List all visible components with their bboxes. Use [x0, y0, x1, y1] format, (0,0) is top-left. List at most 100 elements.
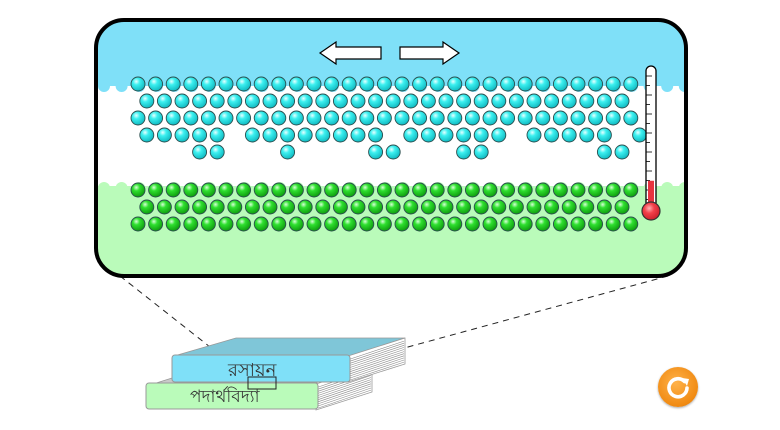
- upper-particle: [350, 127, 366, 143]
- upper-particle: [236, 110, 252, 126]
- lower-particle: [306, 216, 322, 232]
- left-arrow-icon[interactable]: [318, 40, 382, 66]
- upper-particle: [165, 110, 181, 126]
- upper-particle: [156, 93, 172, 109]
- thermometer: [641, 65, 661, 221]
- lower-particle: [324, 216, 340, 232]
- lower-particle: [183, 216, 199, 232]
- lower-particle: [376, 216, 392, 232]
- upper-particle: [517, 110, 533, 126]
- lower-particle: [491, 199, 507, 215]
- upper-particle: [614, 93, 630, 109]
- upper-particle: [605, 76, 621, 92]
- upper-particle: [200, 76, 216, 92]
- upper-particle: [359, 110, 375, 126]
- upper-particle: [253, 76, 269, 92]
- upper-particle: [623, 76, 639, 92]
- upper-particle: [315, 93, 331, 109]
- upper-particle: [385, 93, 401, 109]
- upper-particle: [491, 93, 507, 109]
- lower-particle: [482, 182, 498, 198]
- upper-particle: [552, 76, 568, 92]
- lower-particle: [218, 216, 234, 232]
- upper-particle: [394, 110, 410, 126]
- upper-particle: [482, 76, 498, 92]
- upper-particle: [447, 76, 463, 92]
- upper-particle: [227, 93, 243, 109]
- lower-particle: [588, 182, 604, 198]
- upper-particle: [500, 110, 516, 126]
- upper-particle: [218, 76, 234, 92]
- upper-particle: [500, 76, 516, 92]
- lower-particle: [412, 182, 428, 198]
- replay-button[interactable]: [658, 367, 698, 407]
- magnified-view: [96, 20, 686, 276]
- lower-particle: [588, 216, 604, 232]
- lower-particle: [192, 199, 208, 215]
- upper-particle: [588, 76, 604, 92]
- upper-particle: [324, 110, 340, 126]
- lower-particle: [570, 216, 586, 232]
- lower-particle: [535, 216, 551, 232]
- upper-particle: [209, 144, 225, 160]
- lower-particle: [579, 199, 595, 215]
- upper-particle: [359, 76, 375, 92]
- upper-particle: [588, 110, 604, 126]
- lower-particle: [403, 199, 419, 215]
- book-top[interactable]: [171, 337, 406, 383]
- upper-particle: [306, 76, 322, 92]
- upper-particle: [526, 93, 542, 109]
- lower-particle: [306, 182, 322, 198]
- lower-particle: [174, 199, 190, 215]
- upper-particle: [280, 127, 296, 143]
- lower-particle: [244, 199, 260, 215]
- lower-particle: [271, 216, 287, 232]
- upper-particle: [482, 110, 498, 126]
- lower-particle: [359, 182, 375, 198]
- upper-particle: [579, 127, 595, 143]
- upper-particle: [420, 93, 436, 109]
- upper-particle: [535, 76, 551, 92]
- upper-particle: [623, 110, 639, 126]
- lower-particle: [473, 199, 489, 215]
- book-top-cover: [171, 354, 351, 383]
- lower-particle: [517, 216, 533, 232]
- lower-particle: [324, 182, 340, 198]
- upper-particle: [130, 76, 146, 92]
- upper-particle: [438, 127, 454, 143]
- upper-particle: [526, 127, 542, 143]
- upper-particle: [253, 110, 269, 126]
- upper-particle: [280, 93, 296, 109]
- upper-particle: [412, 110, 428, 126]
- upper-particle: [288, 76, 304, 92]
- lower-particle: [544, 199, 560, 215]
- lower-particle: [500, 182, 516, 198]
- lower-particle: [552, 216, 568, 232]
- lower-particle: [218, 182, 234, 198]
- upper-particle: [403, 93, 419, 109]
- upper-particle: [570, 110, 586, 126]
- lower-particle: [227, 199, 243, 215]
- lower-particle: [332, 199, 348, 215]
- upper-particle: [244, 127, 260, 143]
- upper-particle: [552, 110, 568, 126]
- upper-particle: [271, 110, 287, 126]
- upper-particle: [183, 76, 199, 92]
- upper-particle: [561, 127, 577, 143]
- lower-particle: [200, 216, 216, 232]
- book-bottom-label: পদার্থবিদ্যা: [190, 387, 260, 407]
- lower-particle: [165, 216, 181, 232]
- upper-particle: [570, 76, 586, 92]
- lower-particle: [376, 182, 392, 198]
- upper-particle: [332, 127, 348, 143]
- upper-particle: [508, 93, 524, 109]
- upper-particles: [130, 76, 648, 160]
- upper-particle: [192, 127, 208, 143]
- right-arrow-icon[interactable]: [399, 40, 461, 66]
- upper-particle: [596, 127, 612, 143]
- upper-particle: [262, 93, 278, 109]
- upper-particle: [456, 93, 472, 109]
- upper-particle: [420, 127, 436, 143]
- lower-particle: [368, 199, 384, 215]
